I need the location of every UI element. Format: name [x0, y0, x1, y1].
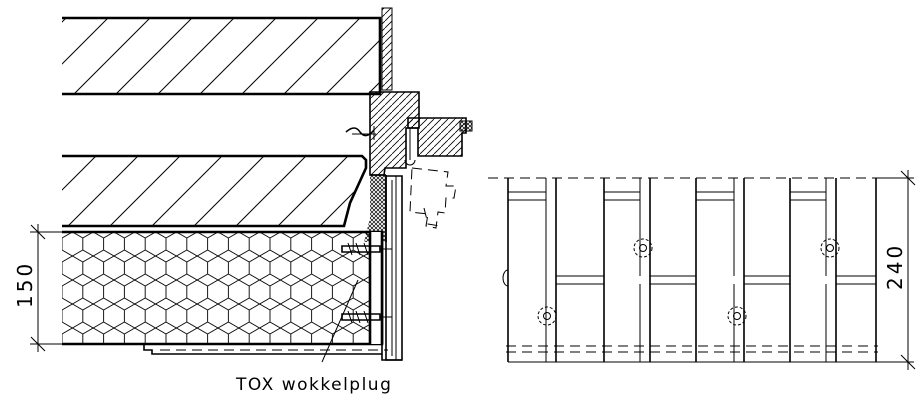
hexagon-insulation-pattern [62, 232, 382, 344]
bottom-plate [143, 344, 402, 361]
facade-cladding [381, 7, 393, 91]
cross-hatch-pattern [460, 121, 472, 131]
plug-label: TOX wokkelplug [235, 375, 392, 395]
dimension-240-label: 240 [883, 243, 907, 290]
dimension-150-label: 150 [13, 261, 37, 308]
dimension-left: 150 [13, 224, 62, 352]
dimension-right: 240 [876, 170, 916, 370]
middle-wall-layer [62, 154, 368, 228]
elevation-view: 240 [488, 170, 916, 370]
open-sash-dashed [409, 167, 457, 229]
plug-marker [537, 238, 840, 326]
section-view: TOX wokkelplug 150 [13, 7, 473, 395]
label-leader-line [321, 279, 359, 363]
upper-wall-layer [62, 16, 382, 96]
wokkelplug-icon [341, 242, 392, 324]
insulation-block [62, 230, 384, 346]
window-frame [345, 91, 473, 176]
